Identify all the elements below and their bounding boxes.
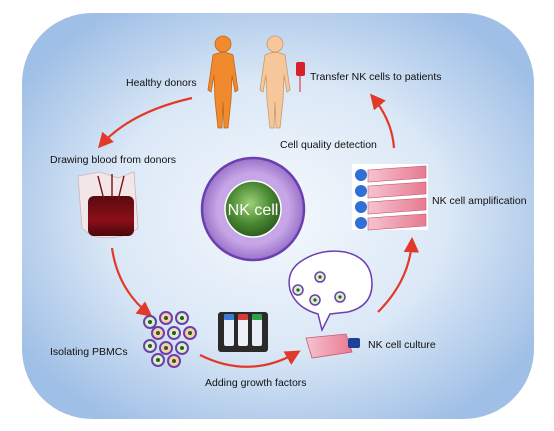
label-amplification: NK cell amplification [432, 195, 527, 207]
label-quality-detection: Cell quality detection [280, 139, 377, 151]
arrow-amplification-to-transfer [370, 93, 396, 149]
pbmc-cluster-icon [143, 311, 197, 368]
nk-cell: NK cell [200, 156, 306, 262]
label-isolating-pbmcs: Isolating PBMCs [50, 346, 128, 358]
growth-factor-vials-icon [218, 312, 268, 352]
iv-bag-icon [296, 62, 305, 92]
culture-speech-bubble [288, 250, 373, 333]
label-growth-factors: Adding growth factors [205, 377, 307, 389]
arrow-culture-to-amplification [377, 236, 420, 313]
blood-bag-icon [77, 171, 139, 239]
cycle-arrows [97, 93, 420, 368]
patient-body-icon [259, 35, 291, 129]
nk-cell-nucleus [224, 180, 282, 238]
donor-body-icon [207, 35, 239, 129]
amplification-flasks-icon [352, 164, 428, 231]
nk-cell-label: NK cell [228, 202, 279, 219]
arrow-pbmcs-to-culture [199, 350, 301, 368]
arrow-blood-to-pbmcs [110, 247, 153, 317]
culture-flask-icon [305, 333, 360, 359]
arrow-donors-to-blood [97, 96, 193, 149]
label-healthy-donors: Healthy donors [126, 77, 197, 89]
label-drawing-blood: Drawing blood from donors [50, 154, 176, 166]
label-transfer: Transfer NK cells to patients [310, 71, 442, 83]
label-nk-culture: NK cell culture [368, 339, 436, 351]
